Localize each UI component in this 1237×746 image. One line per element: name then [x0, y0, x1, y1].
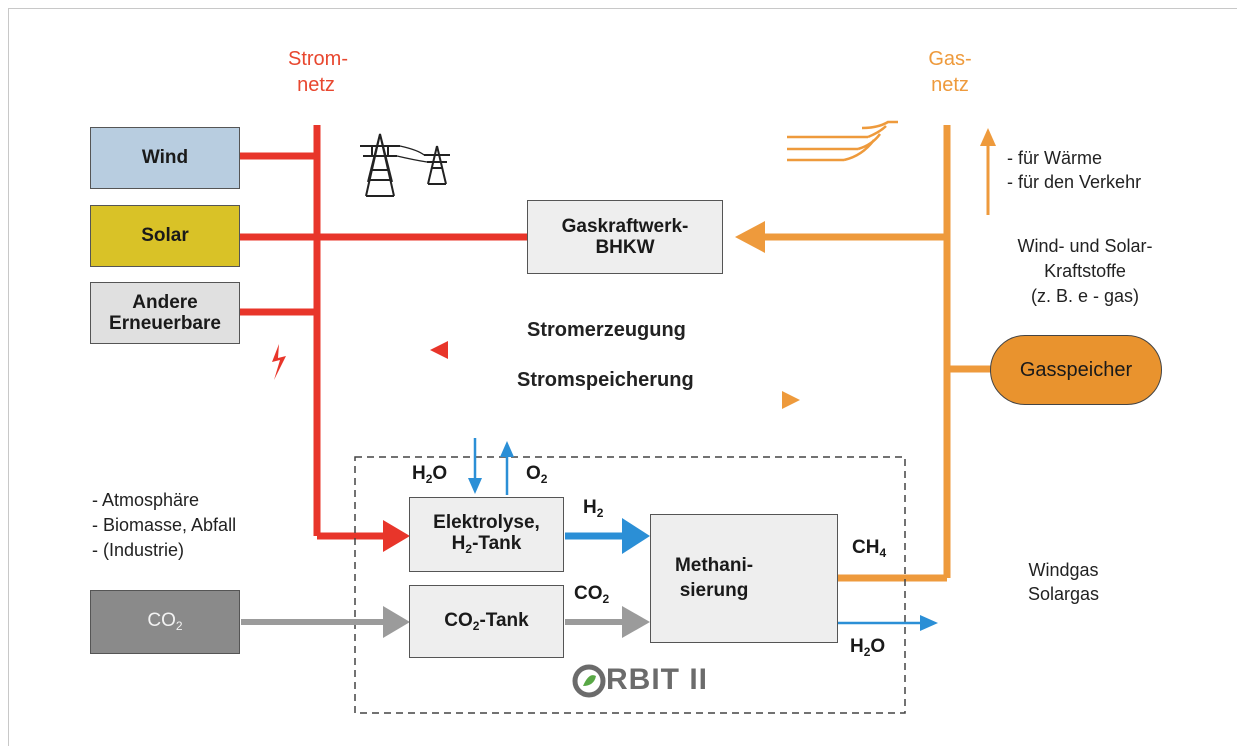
gaskraftwerk-box: Gaskraftwerk- BHKW: [527, 200, 723, 274]
h2o-in-label: H2O: [412, 463, 447, 486]
solar-box: Solar: [90, 205, 240, 267]
co2-tank-box: CO2-Tank: [409, 585, 564, 658]
andere-label-line2: Erneuerbare: [109, 313, 221, 334]
elektrolyse-label-line1: Elektrolyse,: [433, 512, 540, 533]
oxygen-out-arrow: [500, 441, 514, 495]
stromnetz-label-line2: netz: [288, 72, 344, 98]
ch4-label: CH4: [852, 537, 886, 560]
product-solargas: Solargas: [1028, 582, 1099, 606]
orbit-ii-text: RBIT II: [606, 663, 708, 696]
h2-label: H2: [583, 497, 603, 520]
elektrolyse-h: H: [452, 533, 466, 554]
elektrolyse-box: Elektrolyse, H2-Tank: [409, 497, 564, 572]
water-in-arrow: [468, 438, 482, 494]
products-text: Windgas Solargas: [1028, 558, 1099, 607]
fuels-text: Wind- und Solar- Kraftstoffe (z. B. e - …: [985, 234, 1185, 308]
co2-source-industrie: - (Industrie): [92, 538, 236, 563]
gasnetz-label-line1: Gas-: [922, 46, 978, 72]
strom-to-elektrolyse-arrowhead: [383, 520, 410, 552]
methanisierung-box: Methani- sierung: [650, 514, 838, 643]
gasnetz-label: Gas- netz: [922, 46, 978, 98]
stromerzeugung-label: Stromerzeugung: [527, 319, 686, 342]
hydrogen-arrow: [565, 518, 650, 554]
gaskraftwerk-label-line2: BHKW: [595, 237, 654, 258]
usage-note-traffic: - für den Verkehr: [1007, 170, 1141, 194]
wind-box: Wind: [90, 127, 240, 189]
fuels-line1: Wind- und Solar-: [985, 234, 1185, 259]
usage-notes: - für Wärme - für den Verkehr: [1007, 146, 1141, 195]
gas-pipeline-icon: [787, 122, 898, 160]
gasspeicher-label: Gasspeicher: [1020, 359, 1132, 381]
co2-sources-list: - Atmosphäre - Biomasse, Abfall - (Indus…: [92, 488, 236, 562]
usage-up-arrow: [980, 128, 996, 215]
o2-label: O2: [526, 463, 547, 486]
power-pylon-icon: [360, 134, 450, 196]
co2-source-biomasse: - Biomasse, Abfall: [92, 513, 236, 538]
co2-tank-co: CO: [444, 610, 473, 631]
methanisierung-label-line1: Methani-: [659, 554, 769, 579]
product-windgas: Windgas: [1028, 558, 1099, 582]
fuels-line2: Kraftstoffe: [985, 259, 1185, 284]
stromerzeugung-arrow: [430, 341, 798, 359]
elektrolyse-tank: -Tank: [472, 533, 521, 554]
andere-label-line1: Andere: [132, 292, 197, 313]
stromspeicherung-arrow: [431, 391, 800, 409]
gasnetz-label-line2: netz: [922, 72, 978, 98]
methanisierung-label-line2: sierung: [659, 579, 769, 604]
co2-to-methanisierung-arrow: [565, 606, 650, 638]
stromnetz-label-line1: Strom-: [288, 46, 344, 72]
co2-flow-label: CO2: [574, 583, 609, 606]
wind-label: Wind: [142, 147, 188, 168]
co2-supply-arrow: [241, 606, 410, 638]
strom-network-lines: [240, 125, 527, 536]
andere-box: Andere Erneuerbare: [90, 282, 240, 344]
solar-label: Solar: [141, 225, 189, 246]
orbit-logo-icon: [575, 667, 603, 695]
stromnetz-label: Strom- netz: [288, 46, 344, 98]
gas-to-gaskraftwerk-arrowhead: [735, 221, 765, 253]
gasspeicher-ellipse: Gasspeicher: [990, 335, 1162, 405]
water-out-arrow: [838, 615, 938, 631]
orbit-ii-label: RBIT II: [606, 663, 708, 697]
co2-source-box: CO2: [90, 590, 240, 654]
co2-tank-suffix: -Tank: [479, 610, 528, 631]
co2-box-subscript: 2: [176, 619, 183, 633]
h2o-out-label: H2O: [850, 636, 885, 659]
stromspeicherung-label: Stromspeicherung: [517, 369, 694, 392]
lightning-icon: [272, 344, 286, 380]
usage-note-heat: - für Wärme: [1007, 146, 1141, 170]
fuels-line3: (z. B. e - gas): [985, 284, 1185, 309]
co2-source-atmosphaere: - Atmosphäre: [92, 488, 236, 513]
gaskraftwerk-label-line1: Gaskraftwerk-: [562, 216, 689, 237]
co2-box-label: CO: [147, 610, 176, 631]
